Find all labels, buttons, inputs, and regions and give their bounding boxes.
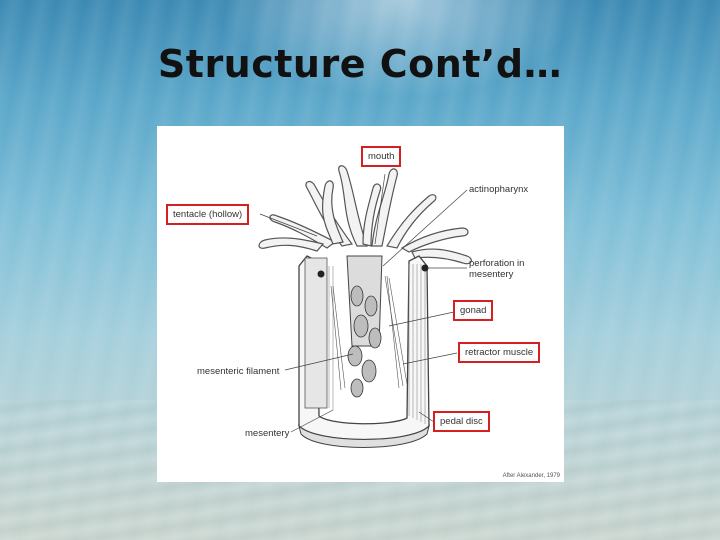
figure-credit: After Alexander, 1979 (502, 473, 560, 479)
label-mesentery: mesentery (245, 428, 290, 439)
label-perforation-line2: mesentery (469, 269, 514, 280)
label-mouth: mouth (361, 146, 402, 167)
label-retractor-muscle: retractor muscle (458, 342, 541, 363)
anemone-illustration (258, 165, 472, 448)
label-pedal-disc: pedal disc (433, 411, 490, 432)
anemone-diagram: mouth actinopharynx tentacle (hollow) pe… (157, 126, 564, 482)
label-gonad: gonad (453, 300, 494, 321)
label-mesenteric-filament: mesenteric filament (197, 366, 280, 377)
slide-title: Structure Cont’d… (157, 42, 563, 86)
label-actinopharynx: actinopharynx (469, 184, 529, 195)
label-perforation-line1: perforation in (469, 258, 525, 269)
label-tentacle: tentacle (hollow) (166, 204, 250, 225)
